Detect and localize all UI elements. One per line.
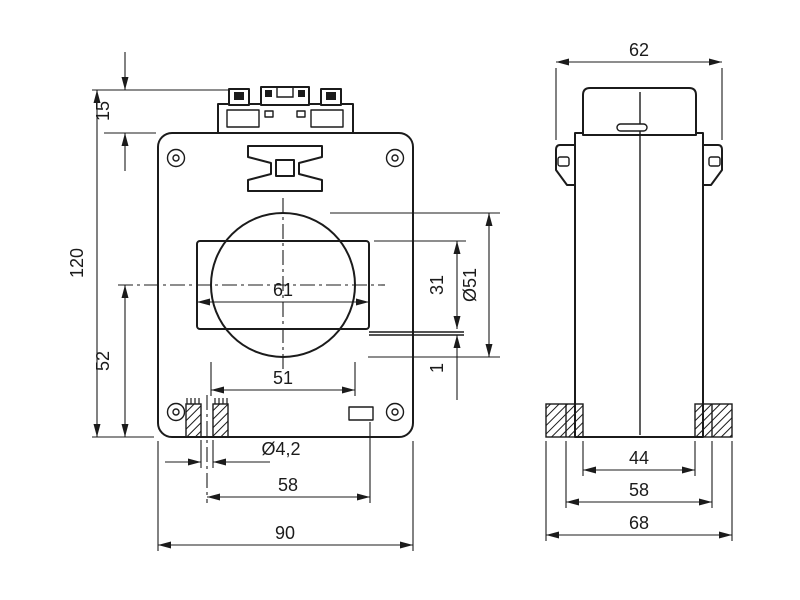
- dim-label-base-width: 68: [629, 513, 649, 533]
- dim-plate-thickness: 1: [427, 335, 461, 400]
- mounting-foot: [185, 395, 229, 503]
- dim-hole-spacing: 58: [207, 422, 371, 503]
- dim-bore-diameter: Ø51: [330, 212, 500, 358]
- terminal-mark-left: [234, 92, 244, 100]
- dim-window-width: 61: [197, 280, 369, 306]
- ear-slot-right: [708, 156, 721, 167]
- dim-total-height: 120: [67, 90, 154, 438]
- terminal-block: [217, 86, 354, 134]
- dim-label-top-width: 62: [629, 40, 649, 60]
- bore-circle: [210, 212, 356, 358]
- dim-bore-width: 51: [210, 362, 356, 396]
- body-outline: [574, 132, 704, 438]
- front-view: 61 51 31 1 Ø51 15: [67, 52, 500, 551]
- dim-label-terminal-height: 15: [93, 101, 113, 121]
- foot-right: [694, 403, 733, 438]
- dim-label-window-width: 61: [273, 280, 293, 300]
- dim-label-total-height: 120: [67, 248, 87, 278]
- dim-base-width: 68: [545, 441, 733, 541]
- dim-foot-step-spacing: 58: [565, 441, 713, 508]
- dim-hole-diameter: Ø4,2: [165, 439, 301, 468]
- side-view: 62 44 58 68: [545, 40, 733, 541]
- screw-top-left: [166, 148, 186, 168]
- dim-top-width: 62: [555, 40, 723, 140]
- corner-screws: [166, 148, 405, 422]
- dim-foot-inner-spacing: 44: [582, 441, 696, 476]
- mounting-feet: [545, 403, 733, 438]
- clamp-plate: [369, 331, 464, 336]
- dim-total-width: 90: [157, 441, 414, 551]
- ear-slot-left: [557, 156, 570, 167]
- dim-label-foot-step-spacing: 58: [629, 480, 649, 500]
- dim-label-total-width: 90: [275, 523, 295, 543]
- dim-window-height: 31: [374, 240, 466, 329]
- terminal-window-right: [310, 109, 344, 128]
- dim-label-bore-width: 51: [273, 368, 293, 388]
- screw-top-right: [385, 148, 405, 168]
- cap-slot: [616, 123, 648, 132]
- screw-bottom-right: [385, 402, 405, 422]
- cable-tie-mount: [247, 145, 323, 192]
- dim-label-center-to-bottom: 52: [93, 351, 113, 371]
- dim-label-window-height: 31: [427, 275, 447, 295]
- terminal-mark-right: [326, 92, 336, 100]
- mounting-slot: [348, 406, 374, 421]
- dim-label-plate-thickness: 1: [427, 363, 447, 373]
- dim-label-hole-spacing: 58: [278, 475, 298, 495]
- foot-left: [545, 403, 584, 438]
- dim-label-hole-diameter: Ø4,2: [261, 439, 300, 459]
- foot-serrations: [186, 398, 228, 404]
- terminal-window-left: [226, 109, 260, 128]
- busbar-window: [196, 240, 370, 330]
- centerlines: [118, 198, 385, 372]
- dim-center-to-bottom: 52: [93, 285, 129, 437]
- dim-label-foot-inner-spacing: 44: [629, 448, 649, 468]
- screw-bottom-left: [166, 402, 186, 422]
- dim-label-bore-diameter: Ø51: [460, 268, 480, 302]
- mounting-ears: [555, 144, 723, 186]
